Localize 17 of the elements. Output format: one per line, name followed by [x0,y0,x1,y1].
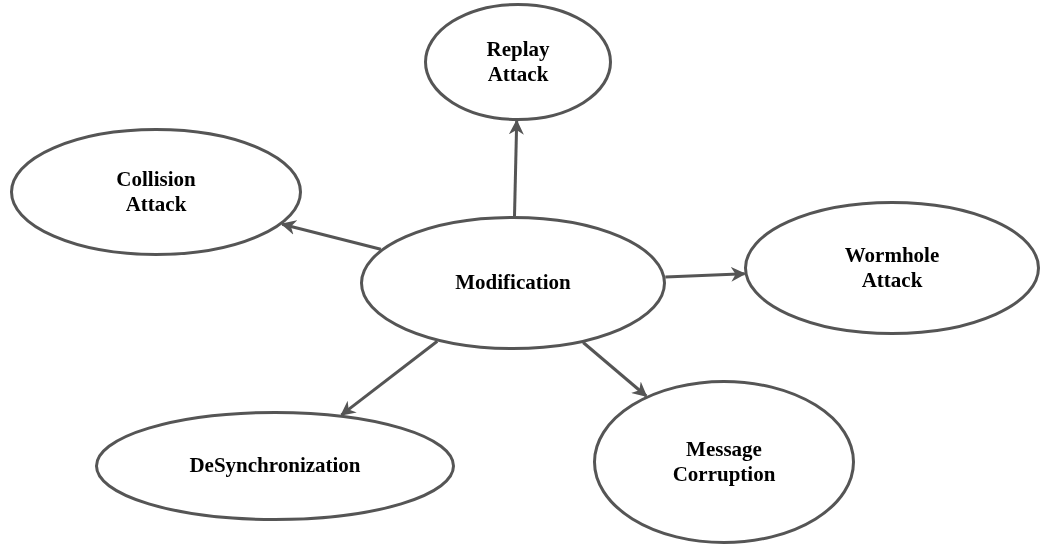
ellipse-node [360,216,666,350]
node-label: Collision Attack [115,166,197,218]
node-label: Modification [455,270,571,296]
node-label: Message Corruption [671,436,777,488]
ellipse-node [593,380,855,544]
node-label: DeSynchronization [189,453,361,479]
arrow [340,340,439,417]
ellipse-node [10,128,302,256]
ellipse-node [744,201,1040,335]
arrow [582,341,648,398]
arrow [280,220,382,251]
node-label: Replay Attack [485,36,551,88]
node-label: Wormhole Attack [843,242,941,294]
ellipse-node [424,3,612,121]
arrow [665,266,747,282]
arrow [508,119,524,217]
ellipse-node [95,411,455,521]
